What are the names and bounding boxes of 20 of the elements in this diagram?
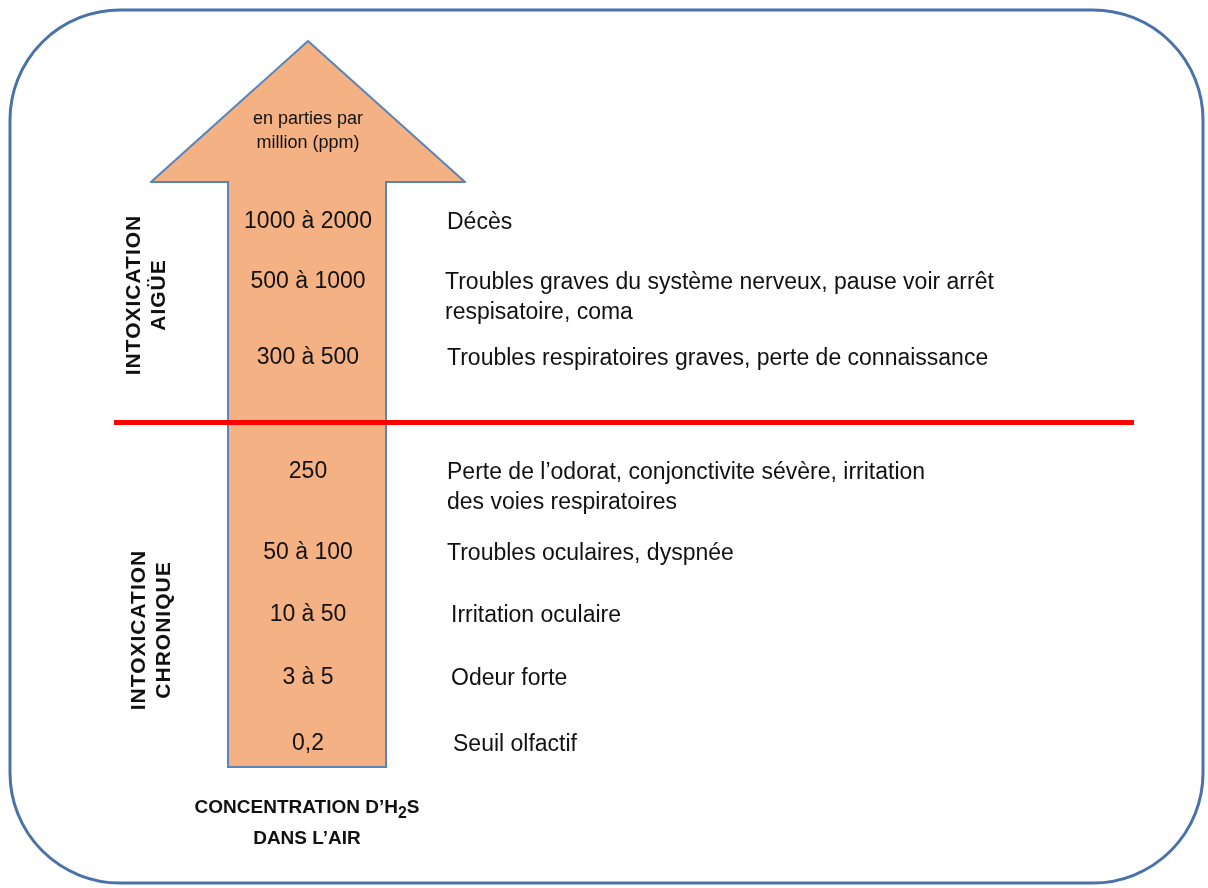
concentration-value: 50 à 100 (262, 537, 354, 565)
axis-caption: CONCENTRATION D’H$_{2}$S DANS L’AIR (193, 795, 421, 850)
concentration-value: 500 à 1000 (249, 266, 367, 294)
effect-text: Odeur forte (451, 663, 569, 692)
effect-text: Troubles respiratoires graves, perte de connaissance (447, 343, 990, 372)
concentration-value: 3 à 5 (281, 662, 335, 690)
effect-text: Troubles oculaires, dyspnée (447, 538, 735, 567)
concentration-value: 0,2 (291, 728, 325, 756)
effect-text: Irritation oculaire (451, 600, 623, 629)
effect-text: Perte de l’odorat, conjonctivite sévère, irritation des voies respiratoires (447, 457, 927, 516)
concentration-value: 1000 à 2000 (243, 206, 373, 234)
concentration-value: 250 (287, 456, 329, 484)
section-heading: INTOXICATION CHRONIQUE (125, 548, 175, 713)
unit-label: en parties par million (ppm) (251, 107, 365, 154)
concentration-value: 300 à 500 (255, 342, 361, 370)
effect-text: Décès (447, 207, 514, 236)
section-heading: INTOXICATION AIGÜE (120, 213, 170, 378)
effect-text: Seuil olfactif (453, 729, 578, 758)
effect-text: Troubles graves du système nerveux, pause voir arrêt respisatoire, coma (445, 267, 995, 326)
concentration-value: 10 à 50 (268, 599, 348, 627)
